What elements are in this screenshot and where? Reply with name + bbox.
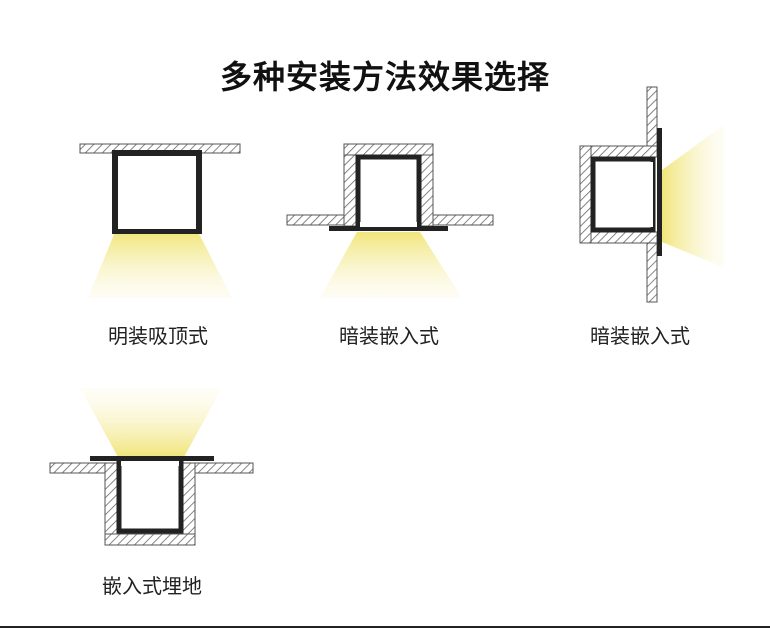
trim-flange	[90, 456, 214, 461]
led-profile	[116, 459, 184, 534]
caption-in-ground: 嵌入式埋地	[102, 574, 202, 598]
recess-wall-right	[182, 462, 196, 546]
led-profile	[355, 154, 422, 230]
recess-top	[579, 145, 658, 158]
recess-wall-left	[343, 143, 357, 227]
ceiling-slab-right	[425, 214, 494, 226]
diagram-recessed-ceiling	[286, 143, 494, 298]
diagram-in-ground	[49, 388, 254, 546]
trim-flange	[657, 128, 662, 256]
recess-bottom	[579, 231, 658, 244]
light-beam	[320, 232, 462, 298]
diffuser	[121, 461, 179, 466]
diagram-surface-ceiling	[79, 143, 241, 298]
page-title: 多种安装方法效果选择	[219, 58, 550, 96]
recess-bottom	[104, 533, 196, 546]
wall-upper	[646, 86, 658, 148]
trim-flange	[329, 226, 448, 231]
floor-slab-left	[49, 462, 111, 474]
light-beam	[662, 124, 725, 268]
led-profile	[590, 156, 656, 233]
recess-top	[343, 143, 434, 156]
diffuser	[118, 222, 196, 229]
light-beam	[88, 232, 232, 298]
led-profile	[112, 150, 202, 234]
recess-wall-right	[420, 143, 434, 227]
recess-wall-left	[104, 462, 118, 546]
ceiling-slab-left	[286, 214, 353, 226]
caption-recessed-ceiling: 暗装嵌入式	[339, 324, 439, 348]
wall-lower	[646, 239, 658, 303]
light-beam	[80, 388, 222, 457]
caption-recessed-wall: 暗装嵌入式	[590, 324, 690, 348]
diagram-recessed-wall	[579, 86, 725, 303]
caption-surface-ceiling: 明装吸顶式	[108, 324, 208, 348]
floor-slab-right	[190, 462, 254, 474]
diffuser	[360, 222, 417, 227]
bottom-divider	[0, 626, 770, 628]
recess-back	[579, 145, 592, 244]
diffuser	[648, 162, 653, 227]
